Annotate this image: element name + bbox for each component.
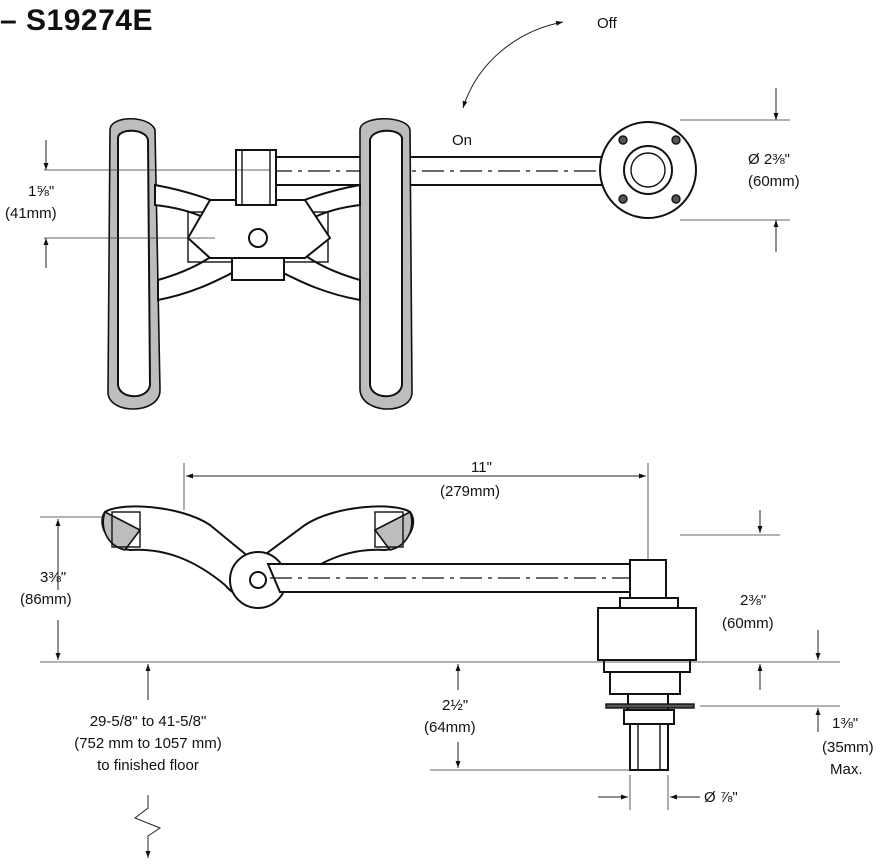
right-handle [359, 118, 413, 410]
rotation-off-label: Off [597, 15, 618, 32]
thickness-note: Max. [830, 761, 863, 778]
drawing-title: – S19274E [0, 4, 153, 37]
valve-body [597, 559, 697, 771]
rotation-on-label: On [452, 132, 472, 149]
mount-height-line3: to finished floor [97, 757, 199, 774]
spout-arm [269, 156, 640, 186]
shank-mm: (64mm) [424, 719, 476, 736]
thickness-inch: 1⅜" [832, 715, 858, 732]
shank-inch: 2½" [442, 697, 468, 714]
rotation-arc [462, 20, 564, 109]
cross-body [154, 149, 361, 302]
mount-height-line2: (752 mm to 1057 mm) [74, 735, 222, 752]
wall-flange [599, 121, 697, 219]
flange-diameter-mm: (60mm) [748, 173, 800, 190]
side-height-mm: (86mm) [20, 591, 72, 608]
top-height-inch: 1⅝" [28, 183, 54, 200]
spout-side [266, 563, 640, 593]
side-height-inch: 3⅜" [40, 569, 66, 586]
length-inch: 11" [471, 459, 492, 476]
left-handle [107, 118, 161, 410]
handle-side-profile [101, 505, 415, 609]
flange-diameter-inch: Ø 2⅜" [748, 151, 790, 168]
thickness-mm: (35mm) [822, 739, 874, 756]
flange-height-inch: 2⅜" [740, 592, 766, 609]
mount-height-line1: 29-5/8" to 41-5/8" [90, 713, 207, 730]
flange-height-mm: (60mm) [722, 615, 774, 632]
shank-diameter: Ø ⅞" [704, 789, 738, 806]
top-view: Off On 1⅝" (41mm) Ø 2⅜" (60mm) [5, 15, 800, 410]
side-view: 11" (279mm) 3⅜" (86mm) 2⅜" (60mm) 2½" (6… [20, 459, 874, 858]
top-height-mm: (41mm) [5, 205, 57, 222]
length-mm: (279mm) [440, 483, 500, 500]
